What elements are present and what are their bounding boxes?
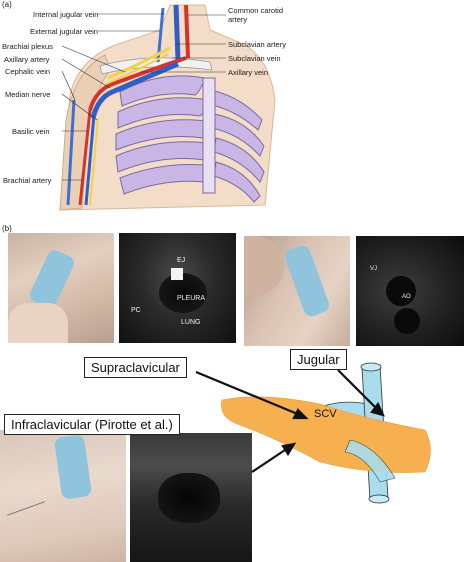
vessel-marker — [171, 268, 183, 280]
vessel-shadow — [158, 473, 220, 523]
supraclavicular-photo — [8, 233, 114, 343]
label-basilic-vein: Basilic vein — [12, 127, 50, 136]
label-pc: PC — [131, 307, 141, 314]
label-brachial-plexus: Brachial plexus — [2, 42, 53, 51]
jugular-ultrasound: VJ AO — [356, 236, 464, 346]
label-axillary-artery: Axillary artery — [4, 55, 50, 64]
jugular-photo — [244, 236, 350, 346]
label-common-carotid-artery-line2: artery — [228, 15, 248, 24]
callout-supraclavicular: Supraclavicular — [84, 357, 187, 378]
label-cephalic-vein: Cephalic vein — [5, 67, 51, 76]
label-subclavian-artery: Subclavian artery — [228, 40, 286, 49]
label-pleura: PLEURA — [177, 295, 206, 302]
label-axillary-vein: Axillary vein — [228, 68, 269, 77]
infraclavicular-ultrasound — [130, 433, 252, 562]
label-brachial-artery: Brachial artery — [3, 176, 52, 185]
label-vj: VJ — [370, 266, 378, 272]
label-ej: EJ — [177, 257, 186, 264]
label-ao: AO — [402, 294, 411, 300]
label-subclavian-vein: Subclavian vein — [228, 54, 281, 63]
infraclavicular-photo — [0, 430, 126, 562]
vessel-shadow — [386, 276, 416, 306]
label-common-carotid-artery-line1: Common carotid — [228, 6, 284, 15]
hand — [8, 303, 68, 343]
vessel-shadow — [394, 308, 420, 334]
label-lung: LUNG — [181, 319, 201, 326]
label-internal-jugular-vein: Internal jugular vein — [33, 10, 99, 19]
callout-infraclavicular: Infraclavicular (Pirotte et al.) — [4, 414, 180, 435]
supraclavicular-ultrasound: EJ PLEURA LUNG PC — [119, 233, 236, 343]
callout-jugular: Jugular — [290, 349, 347, 370]
label-median-nerve: Median nerve — [5, 90, 51, 99]
panel-a-tag: (a) — [2, 0, 12, 9]
panel-b-tag: (b) — [2, 224, 12, 233]
label-scv: SCV — [314, 408, 337, 420]
vessel-shadow — [159, 273, 207, 313]
label-external-jugular-vein: External jugular vein — [30, 27, 98, 36]
